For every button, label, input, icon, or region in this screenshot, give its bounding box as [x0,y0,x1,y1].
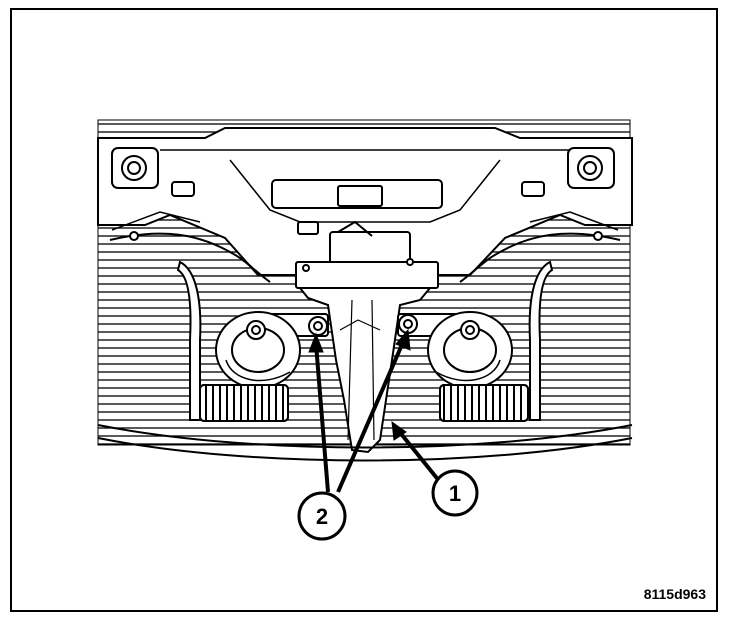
callout-2: 2 [297,491,347,541]
callout-2-label: 2 [316,504,328,529]
side-supports [176,260,554,421]
radiator-support-panel [97,127,633,283]
figure-frame [10,8,718,612]
callout-1-label: 1 [449,481,461,506]
leader-lines [308,328,442,493]
callout-1: 1 [431,469,479,517]
lower-fascia [97,424,633,462]
callout-2-circle [297,491,347,541]
left-horn [199,311,301,422]
callout-1-circle [431,469,479,517]
figure-code: 8115d963 [643,586,706,602]
horn-mounting-nuts [308,314,418,336]
right-horn [427,311,529,422]
